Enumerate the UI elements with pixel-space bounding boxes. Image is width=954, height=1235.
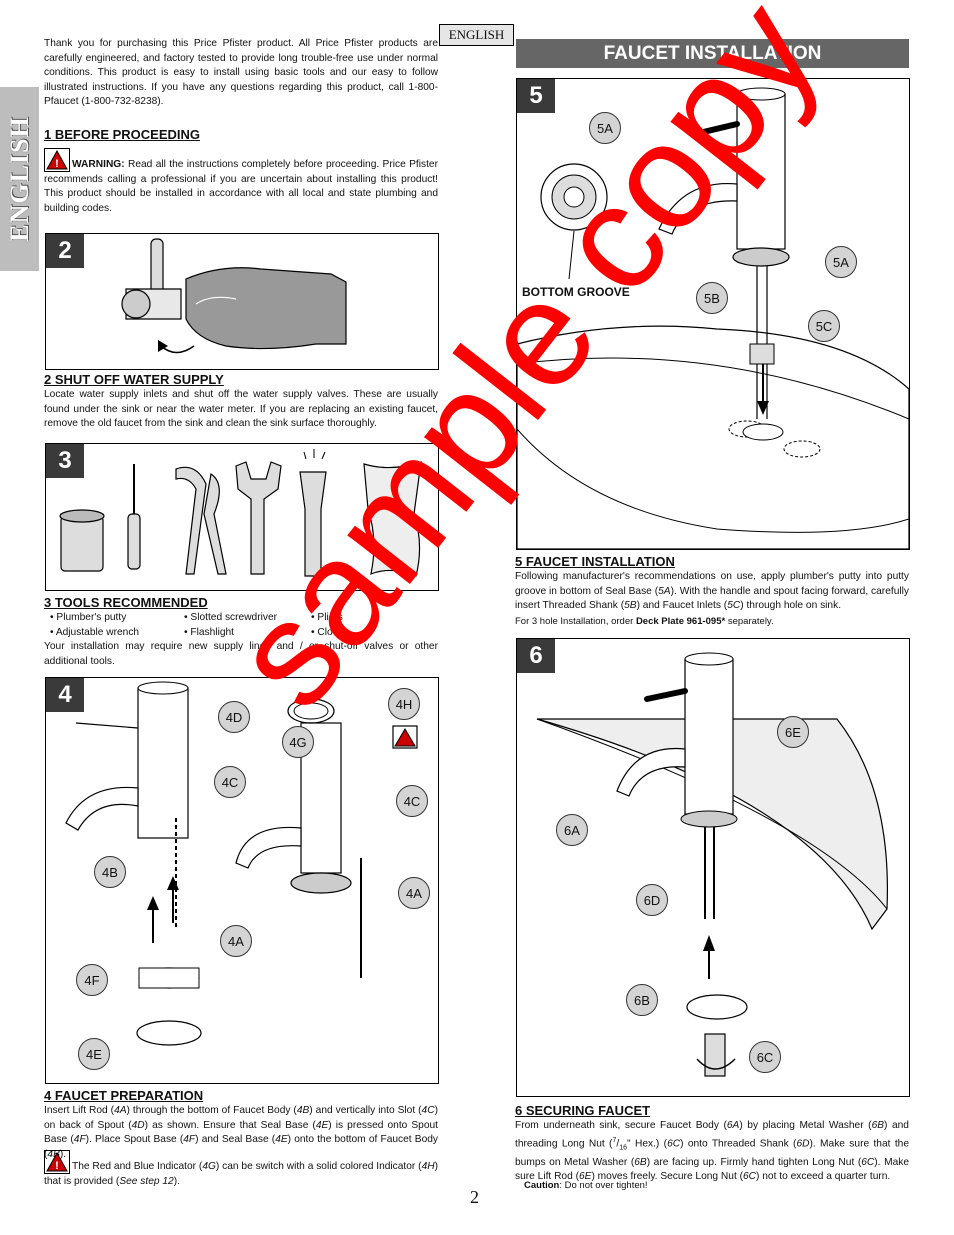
page-number: 2: [470, 1187, 479, 1207]
section-header-title: FAUCET INSTALLATION: [603, 43, 822, 64]
s5-heading: 5 FAUCET INSTALLATION: [515, 554, 675, 569]
warning-icon: !: [44, 148, 70, 172]
callout-6E: 6E: [777, 716, 809, 748]
s4-heading: 4 FAUCET PREPARATION: [44, 1088, 204, 1103]
step-5-badge: 5: [517, 79, 555, 113]
s1-warning-text: Read all the instructions completely bef…: [44, 159, 438, 214]
flashlight-icon: [299, 449, 327, 577]
s6-caution: Caution: Do not over tighten!: [524, 1180, 648, 1191]
callout-4B: 4B: [94, 856, 126, 888]
s4-text: Insert Lift Rod (4A) through the bottom …: [44, 1105, 439, 1160]
s1-warning: ! WARNING: Read all the instructions com…: [44, 148, 438, 216]
pliers-icon: [175, 466, 227, 575]
language-badge: ENGLISH: [439, 24, 514, 46]
callout-4C: 4C: [214, 766, 246, 798]
tools-illustration: [59, 449, 422, 577]
svg-text:!: !: [55, 158, 59, 170]
language-badge-label: ENGLISH: [448, 27, 505, 42]
tools-list: • Plumber's putty • Slotted screwdriver …: [50, 611, 440, 641]
tool-item: • Adjustable wrench: [50, 627, 140, 638]
bottom-groove-label: BOTTOM GROOVE: [522, 285, 630, 299]
callout-4A-right: 4A: [398, 877, 430, 909]
s6-text: From underneath sink, secure Faucet Body…: [515, 1120, 909, 1183]
putty-jar-icon: [59, 509, 105, 572]
callout-4F: 4F: [76, 964, 108, 996]
step-5-panel: 5 5A 5A 5B 5C BOTTOM GROOVE: [516, 78, 910, 550]
s5-text: Following manufacturer's recommendations…: [515, 571, 909, 612]
adjustable-wrench-icon: [235, 461, 282, 575]
callout-4D: 4D: [218, 701, 250, 733]
step-2-badge: 2: [46, 234, 84, 268]
callout-5A: 5A: [589, 112, 621, 144]
s2-heading: 2 SHUT OFF WATER SUPPLY: [44, 372, 224, 387]
step-3-panel: 3: [45, 443, 439, 591]
callout-4E: 4E: [78, 1038, 110, 1070]
s1-warning-label: WARNING:: [72, 159, 125, 170]
step-6-badge: 6: [517, 639, 555, 673]
faucet-installation-illustration: [517, 87, 909, 549]
s2-text: Locate water supply inlets and shut off …: [44, 389, 438, 430]
callout-5A-right: 5A: [825, 246, 857, 278]
s5-note: For 3 hole Installation, order Deck Plat…: [515, 616, 774, 627]
step-4-panel: 4 4D 4C 4B 4A 4F 4E 4H 4G 4C 4A: [45, 677, 439, 1084]
callout-6D: 6D: [636, 884, 668, 916]
warning-icon: !: [44, 1150, 70, 1174]
tool-item: • Slotted screwdriver: [184, 612, 278, 623]
screwdriver-icon: [127, 464, 141, 570]
securing-faucet-illustration: [536, 652, 888, 1077]
svg-text:!: !: [55, 1160, 59, 1172]
callout-6B: 6B: [626, 984, 658, 1016]
step-6-panel: 6 6E 6A 6D 6B 6C: [516, 638, 910, 1097]
faucet-preparation-illustration: [65, 681, 418, 1046]
s3-text: Your installation may require new supply…: [44, 641, 438, 667]
cloth-icon: [363, 461, 422, 577]
step-3-badge: 3: [46, 444, 84, 478]
callout-6C: 6C: [749, 1041, 781, 1073]
section-header: FAUCET INSTALLATION: [516, 39, 909, 68]
tool-item: • Cloth: [311, 627, 342, 638]
callout-5B: 5B: [696, 282, 728, 314]
callout-4C-right: 4C: [396, 785, 428, 817]
tool-item: • Pliers: [311, 612, 343, 623]
callout-6A: 6A: [556, 814, 588, 846]
intro-paragraph: Thank you for purchasing this Price Pfis…: [44, 38, 438, 108]
callout-4G: 4G: [282, 726, 314, 758]
tool-item: • Flashlight: [184, 627, 234, 638]
s3-heading: 3 TOOLS RECOMMENDED: [44, 595, 208, 610]
s4-note: ! The Red and Blue Indicator (4G) can be…: [44, 1150, 438, 1189]
language-side-tab-label: ENGLISH: [4, 116, 34, 242]
step-4-badge: 4: [46, 678, 84, 712]
callout-5C: 5C: [808, 310, 840, 342]
s1-heading: 1 BEFORE PROCEEDING: [44, 127, 201, 142]
callout-4A: 4A: [220, 925, 252, 957]
s6-heading: 6 SECURING FAUCET: [515, 1103, 651, 1118]
tool-item: • Plumber's putty: [50, 612, 127, 623]
step-2-panel: 2: [45, 233, 439, 370]
shutoff-valve-illustration: [121, 238, 347, 354]
callout-4H: 4H: [388, 688, 420, 720]
language-side-tab: ENGLISH: [0, 87, 39, 271]
